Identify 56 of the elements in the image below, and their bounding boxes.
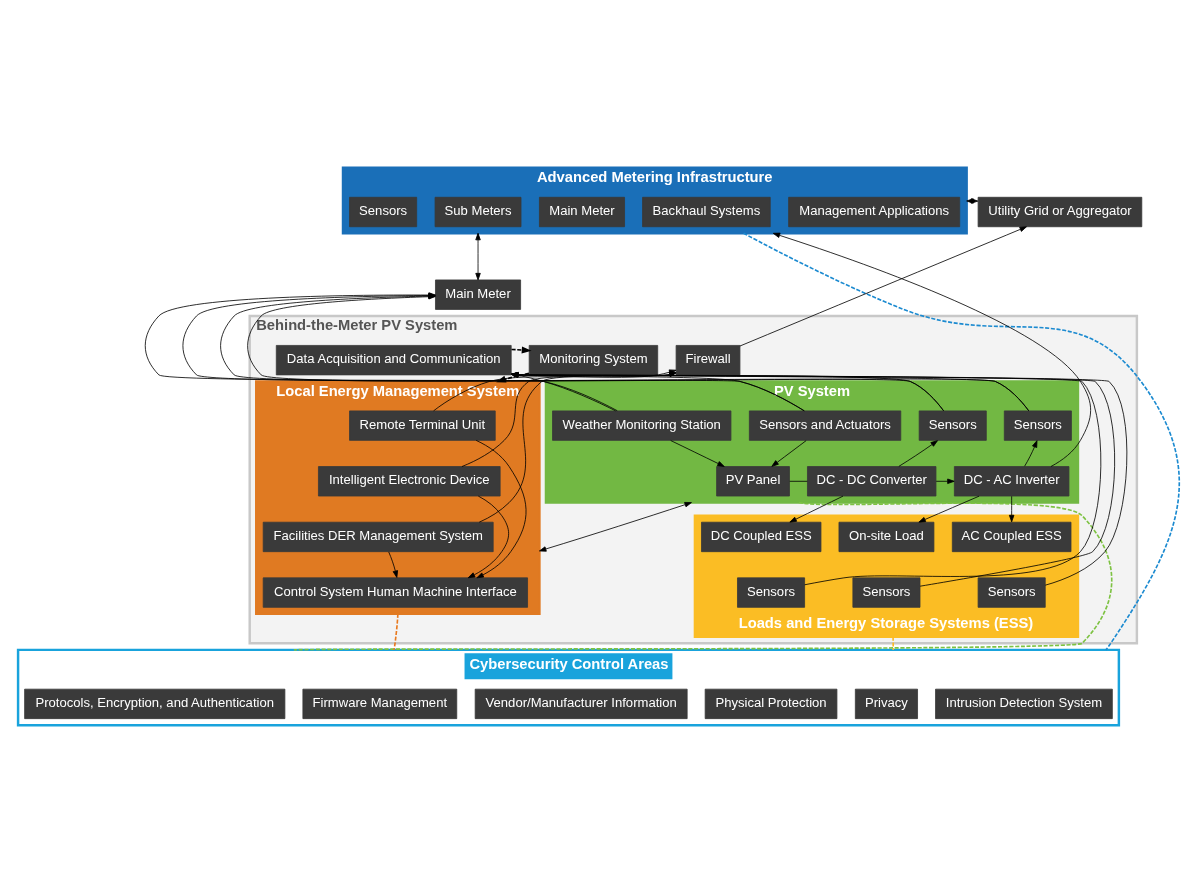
arrow [771,440,807,467]
arrow [511,372,805,412]
node-box: Intelligent Electronic Device [318,466,501,497]
arrow [1008,495,1015,523]
node-box: AC Coupled ESS [951,521,1072,553]
connector [293,501,1113,651]
arrow [670,440,725,467]
node-box: Firewall [675,345,741,376]
arrow [475,232,481,281]
node-box: Sensors [977,577,1046,608]
node-box: Main Meter [435,279,521,310]
arrow [739,226,1027,347]
arrow [510,372,616,412]
node-box: Sensors [737,577,805,608]
arrow [475,439,527,579]
node-box: Monitoring System [528,345,659,376]
connector [892,635,895,651]
arrow [1024,440,1038,467]
arrow [510,346,532,354]
node-box: Main Meter [539,196,625,228]
node-box: Sensors [349,196,418,228]
node-box: DC Coupled ESS [701,521,822,553]
arrow [539,502,692,552]
node-box: Backhaul Systems [642,196,771,228]
node-box: Sensors [918,410,987,441]
node-box: Vendor/Manufacturer Information [474,688,688,720]
node-box: Sensors [852,577,921,608]
node-box: Weather Monitoring Station [552,410,732,441]
node-box: Sensors and Actuators [748,410,902,441]
arrow [388,551,399,578]
node-box: On-site Load [838,521,935,553]
arrow [935,478,955,484]
connector [393,613,399,651]
node-box: Sub Meters [434,196,522,228]
arrow [898,440,938,467]
node-box: Sensors [1003,410,1072,441]
node-box: DC - DC Converter [807,466,937,497]
arrow [467,495,510,579]
node-box: Protocols, Encryption, and Authentication [24,688,286,720]
arrow [918,495,980,523]
arrow [789,495,844,523]
connector [789,480,808,482]
node-box: PV Panel [716,466,790,497]
node-box: Remote Terminal Unit [349,410,496,441]
node-box: Data Acquisition and Communication [275,345,512,376]
node-box: Intrusion Detection System [935,688,1113,720]
arrow [772,232,1092,467]
node-box: Firmware Management [302,688,458,720]
node-box: Physical Protection [704,688,838,720]
node-box: Facilities DER Management System [262,521,494,553]
connector [742,232,1180,651]
node-box: Control System Human Machine Interface [262,577,528,608]
node-box: DC - AC Inverter [953,466,1070,497]
node-box: Management Applications [788,196,961,228]
node-box: Privacy [854,688,918,720]
node-box: Utility Grid or Aggregator [977,196,1143,228]
